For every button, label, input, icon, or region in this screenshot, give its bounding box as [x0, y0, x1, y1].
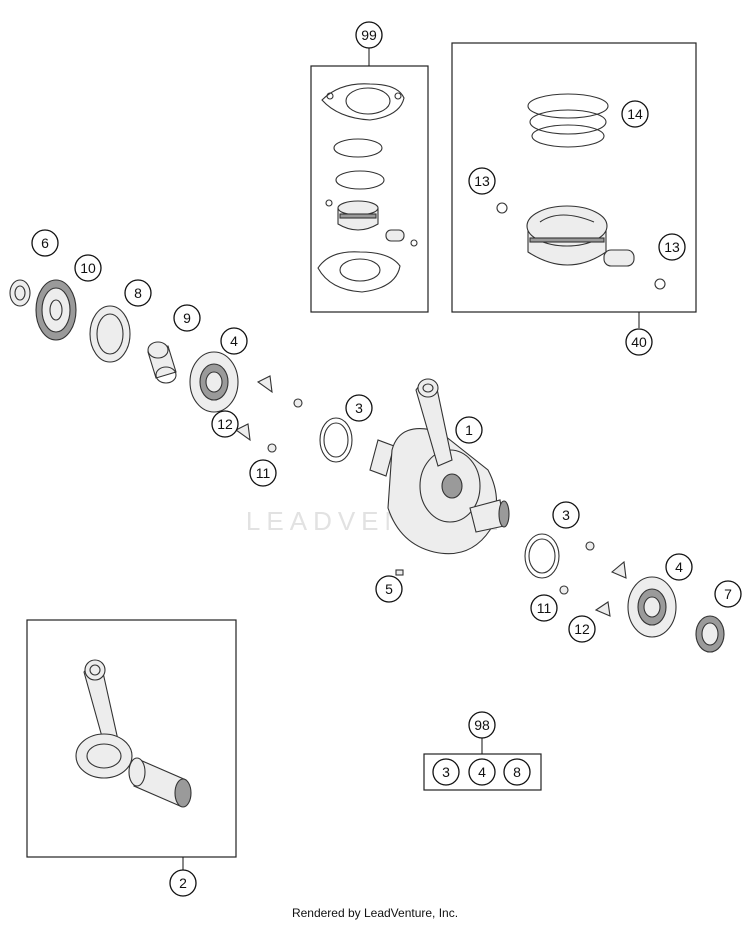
callout-13-right[interactable]: 13 — [658, 233, 686, 261]
callout-2[interactable]: 2 — [169, 869, 197, 897]
svg-text:4: 4 — [478, 764, 486, 780]
svg-text:7: 7 — [724, 586, 732, 602]
svg-text:11: 11 — [537, 600, 552, 616]
shim-3-left — [319, 417, 353, 463]
screw-11-right-b — [559, 585, 569, 595]
callout-4-right[interactable]: 4 — [665, 553, 693, 581]
svg-text:5: 5 — [385, 581, 393, 597]
callout-14[interactable]: 14 — [621, 100, 649, 128]
svg-text:4: 4 — [675, 559, 683, 575]
svg-text:98: 98 — [474, 717, 490, 733]
callout-13-left[interactable]: 13 — [468, 167, 496, 195]
callout-10[interactable]: 10 — [74, 254, 102, 282]
callout-5[interactable]: 5 — [375, 575, 403, 603]
callout-1[interactable]: 1 — [455, 416, 483, 444]
svg-text:6: 6 — [41, 235, 49, 251]
piston-small — [337, 200, 379, 231]
callout-98-item-8[interactable]: 8 — [503, 758, 531, 786]
svg-text:10: 10 — [80, 260, 96, 276]
svg-text:40: 40 — [631, 334, 647, 350]
svg-text:99: 99 — [361, 27, 377, 43]
clip-12-left-a — [256, 375, 273, 394]
bearing-4-right — [627, 576, 677, 638]
callout-7[interactable]: 7 — [714, 580, 742, 608]
crankshaft-1 — [369, 378, 510, 555]
connecting-rod — [75, 659, 133, 779]
callout-9[interactable]: 9 — [173, 304, 201, 332]
svg-text:9: 9 — [183, 310, 191, 326]
nut-6 — [9, 279, 31, 307]
nut-7 — [695, 615, 725, 653]
screw-11-right-a — [585, 541, 595, 551]
svg-text:14: 14 — [627, 106, 643, 122]
cylinder-gasket-top — [321, 83, 405, 121]
callout-11-right[interactable]: 11 — [530, 594, 558, 622]
clip-12-right-a — [610, 560, 627, 579]
seal-ring-8 — [89, 305, 131, 363]
callout-4-left[interactable]: 4 — [220, 327, 248, 355]
svg-text:12: 12 — [574, 621, 590, 637]
svg-text:11: 11 — [256, 465, 271, 481]
callout-11-left[interactable]: 11 — [249, 459, 277, 487]
screw-11-left-a — [293, 398, 303, 408]
kit-99-box — [310, 48, 429, 313]
svg-text:3: 3 — [562, 507, 570, 523]
svg-text:4: 4 — [230, 333, 238, 349]
callout-3-right[interactable]: 3 — [552, 501, 580, 529]
piston-40-box — [451, 42, 697, 328]
footer-credit: Rendered by LeadVenture, Inc. — [291, 906, 459, 920]
clip-12-right-b — [594, 601, 611, 617]
callout-6[interactable]: 6 — [31, 229, 59, 257]
svg-text:3: 3 — [355, 400, 363, 416]
piston-ring-a — [333, 138, 383, 158]
svg-text:1: 1 — [465, 422, 473, 438]
screw-11-left-b — [267, 443, 277, 453]
callout-98[interactable]: 98 — [468, 711, 496, 739]
piston-pin — [603, 249, 635, 267]
conrod-2-box — [26, 619, 237, 870]
crank-pin — [128, 757, 192, 808]
svg-text:2: 2 — [179, 875, 187, 891]
clip-12-left-b — [234, 423, 251, 442]
kit-98-box — [423, 738, 542, 791]
piston — [526, 205, 608, 266]
cylinder-gasket-base — [317, 251, 401, 293]
piston-pin-small — [385, 229, 405, 242]
callout-98-item-4[interactable]: 4 — [468, 758, 496, 786]
shim-3-right — [524, 533, 560, 579]
gear-10 — [35, 279, 77, 341]
callout-8[interactable]: 8 — [124, 279, 152, 307]
callout-99[interactable]: 99 — [355, 21, 383, 49]
svg-text:13: 13 — [664, 239, 680, 255]
svg-text:12: 12 — [217, 416, 233, 432]
piston-ring-set — [527, 93, 609, 119]
callout-12-right[interactable]: 12 — [568, 615, 596, 643]
callout-98-item-3[interactable]: 3 — [432, 758, 460, 786]
callout-12-left[interactable]: 12 — [211, 410, 239, 438]
callout-40[interactable]: 40 — [625, 328, 653, 356]
svg-text:13: 13 — [474, 173, 490, 189]
callout-3-left[interactable]: 3 — [345, 394, 373, 422]
bearing-4-left — [189, 351, 239, 413]
svg-text:8: 8 — [513, 764, 521, 780]
piston-ring-b — [335, 170, 385, 190]
svg-text:3: 3 — [442, 764, 450, 780]
spacer-9 — [147, 341, 177, 384]
key-5 — [395, 569, 404, 576]
svg-text:8: 8 — [134, 285, 142, 301]
circlip-left — [496, 202, 508, 214]
circlip-right — [654, 278, 666, 290]
